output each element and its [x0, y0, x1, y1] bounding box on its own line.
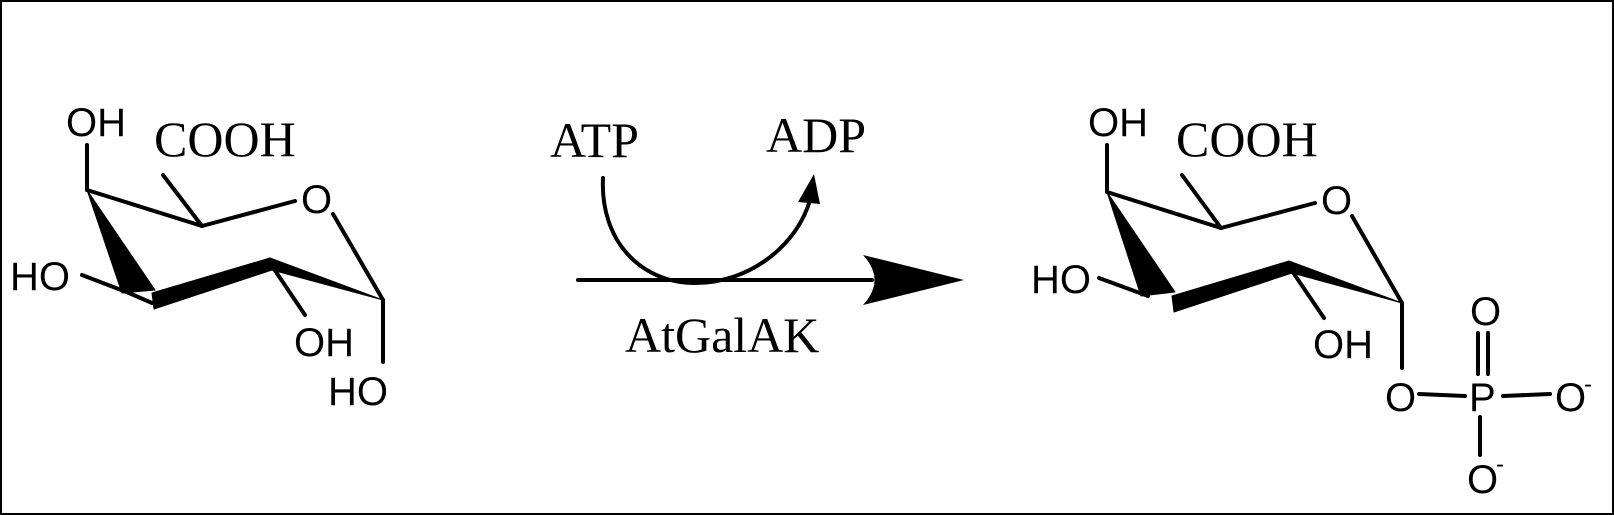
product-molecule: OH COOH O HO OH O P O O - O -	[1031, 101, 1592, 502]
label-p-oxygen-right: O	[1555, 376, 1586, 420]
bold-bond-c3-c2	[1171, 260, 1293, 313]
label-ring-oxygen: O	[301, 178, 332, 222]
label-charge-bottom: -	[1496, 451, 1504, 478]
bond-c5-cooh	[1180, 173, 1223, 230]
bond-o-c1	[1350, 214, 1404, 305]
label-ho-left: HO	[1031, 258, 1091, 302]
bond-c2-oh	[268, 261, 307, 317]
label-cooh: COOH	[154, 111, 296, 167]
label-ring-oxygen: O	[1321, 179, 1352, 223]
bond-c4-c5	[1105, 190, 1223, 230]
bond-c4-c5	[85, 188, 204, 228]
bond-c5-o	[200, 199, 297, 228]
label-bridge-oxygen: O	[1385, 376, 1416, 420]
bond-c3-c2	[127, 291, 154, 305]
label-oh-top: OH	[66, 101, 126, 145]
cofactor-curved-arrow	[600, 176, 812, 286]
label-ho-left: HO	[10, 255, 70, 299]
label-oh-bottom: OH	[294, 321, 354, 365]
label-phosphorus: P	[1469, 376, 1496, 420]
reactant-molecule: OH COOH O HO OH HO	[10, 101, 388, 414]
wedge-c4-c3	[86, 189, 156, 294]
bold-bond-c3-c2	[151, 257, 273, 310]
label-oh-top: OH	[1088, 101, 1148, 145]
label-charge-right: -	[1584, 371, 1592, 398]
bond-c5-cooh	[161, 173, 204, 228]
wedge-c4-c3	[1106, 191, 1176, 297]
wedge-c2-c1	[1288, 260, 1403, 304]
label-adp: ADP	[766, 107, 866, 163]
bond-o-p	[1417, 392, 1467, 398]
label-ho-anomeric: HO	[328, 370, 388, 414]
bond-c5-o	[1219, 201, 1317, 230]
label-p-oxygen-bottom: O	[1467, 458, 1498, 502]
label-p-double-oxygen: O	[1470, 290, 1501, 334]
label-oh-bottom: OH	[1313, 323, 1373, 367]
bond-o-c1	[331, 212, 385, 302]
label-atp: ATP	[550, 112, 639, 168]
reaction-arrow-group: ATP ADP AtGalAK	[550, 107, 964, 363]
bond-p-o-right	[1501, 392, 1552, 398]
label-cooh: COOH	[1176, 111, 1318, 167]
cofactor-arrow-head	[798, 174, 820, 204]
main-arrow-head	[863, 255, 964, 305]
label-enzyme: AtGalAK	[625, 307, 819, 363]
wedge-c2-c1	[269, 257, 384, 301]
